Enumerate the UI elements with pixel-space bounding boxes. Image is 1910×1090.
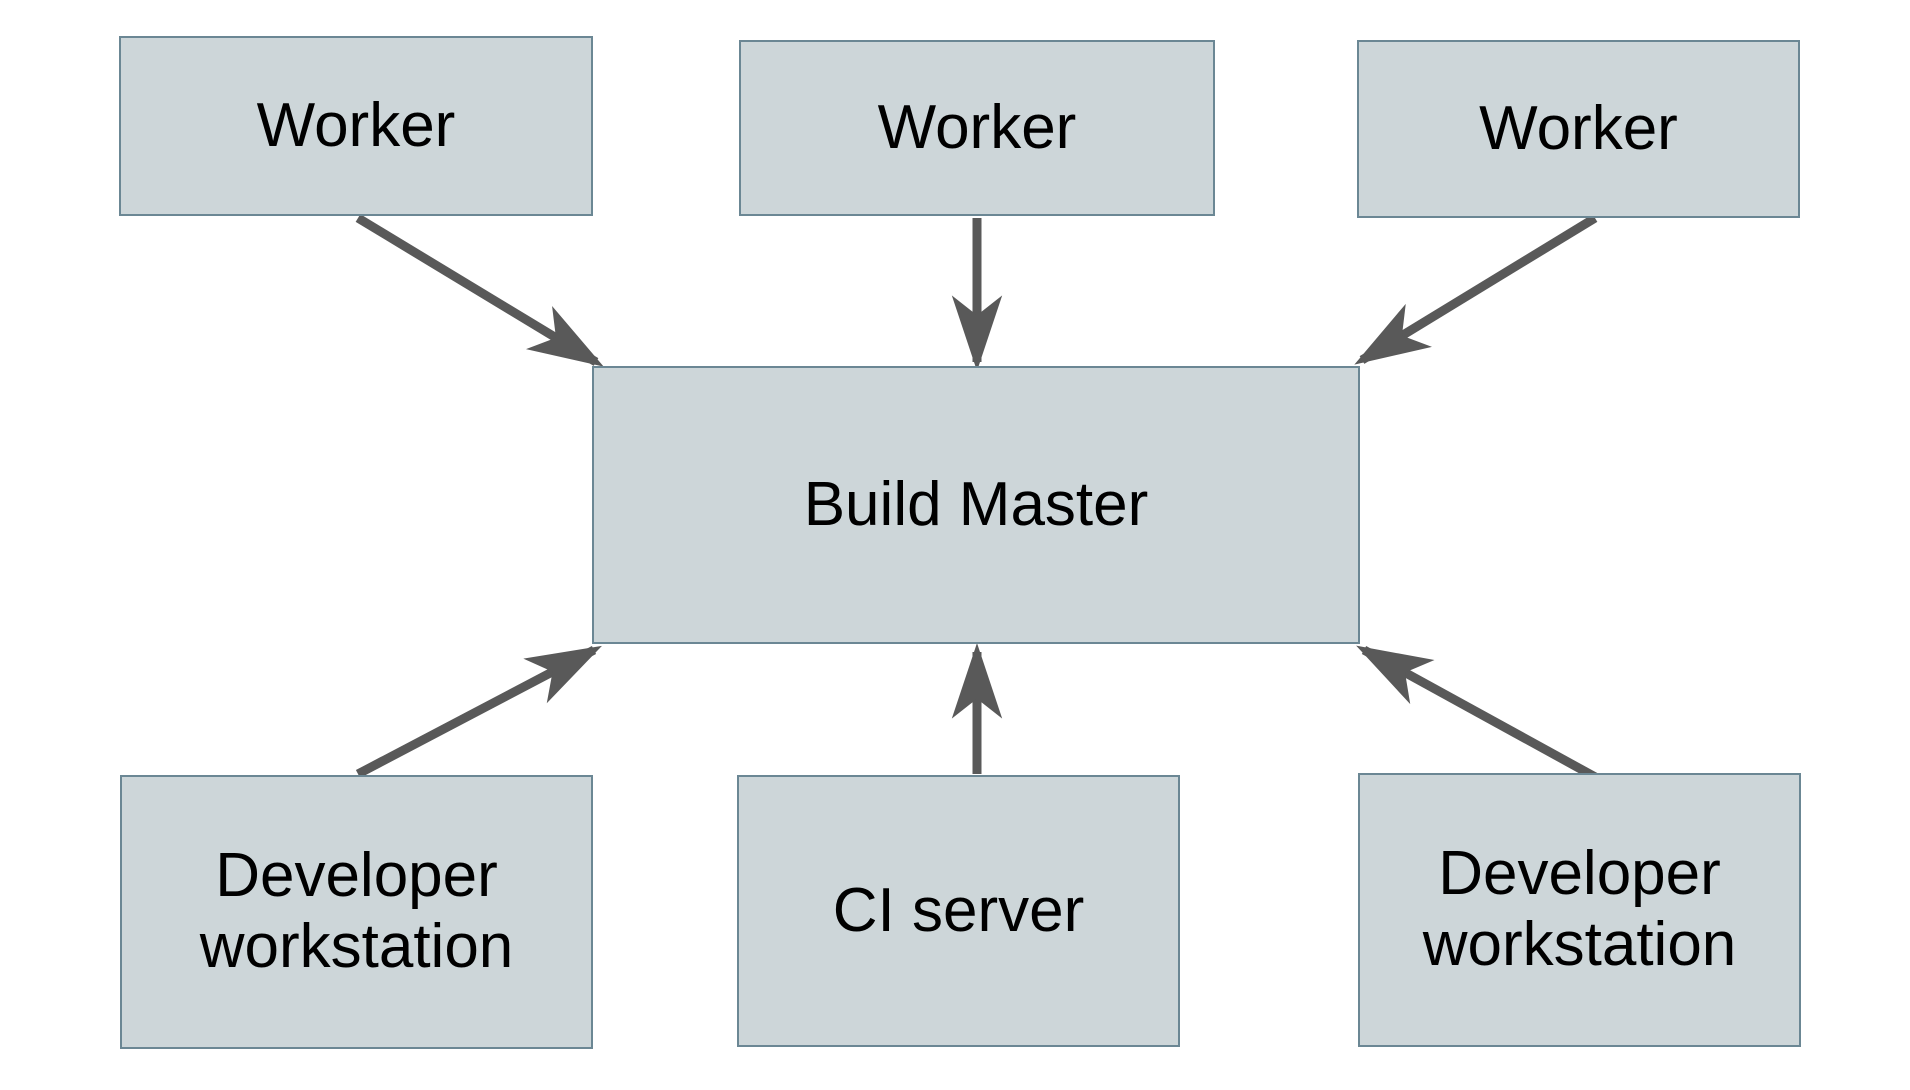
node-label: Worker (1479, 93, 1678, 163)
edge-worker1-to-master (355, 214, 604, 367)
node-label: Worker (877, 92, 1077, 162)
node-label: CI server (832, 875, 1085, 945)
node-developer-workstation-right[interactable]: Developer workstation (1358, 773, 1801, 1047)
edge-devright-to-master (1356, 645, 1600, 782)
node-worker-3[interactable]: Worker (1357, 40, 1800, 218)
node-label: Build Master (803, 469, 1149, 539)
node-label: Worker (256, 90, 456, 160)
edge-worker3-to-master (1354, 214, 1598, 365)
node-build-master[interactable]: Build Master (592, 366, 1360, 644)
node-worker-1[interactable]: Worker (119, 36, 593, 216)
node-ci-server[interactable]: CI server (737, 775, 1180, 1047)
edge-devleft-to-master (355, 645, 602, 778)
node-label: Developer workstation (199, 841, 514, 981)
node-label: Developer workstation (1422, 839, 1737, 979)
node-worker-2[interactable]: Worker (739, 40, 1215, 216)
node-developer-workstation-left[interactable]: Developer workstation (120, 775, 593, 1049)
